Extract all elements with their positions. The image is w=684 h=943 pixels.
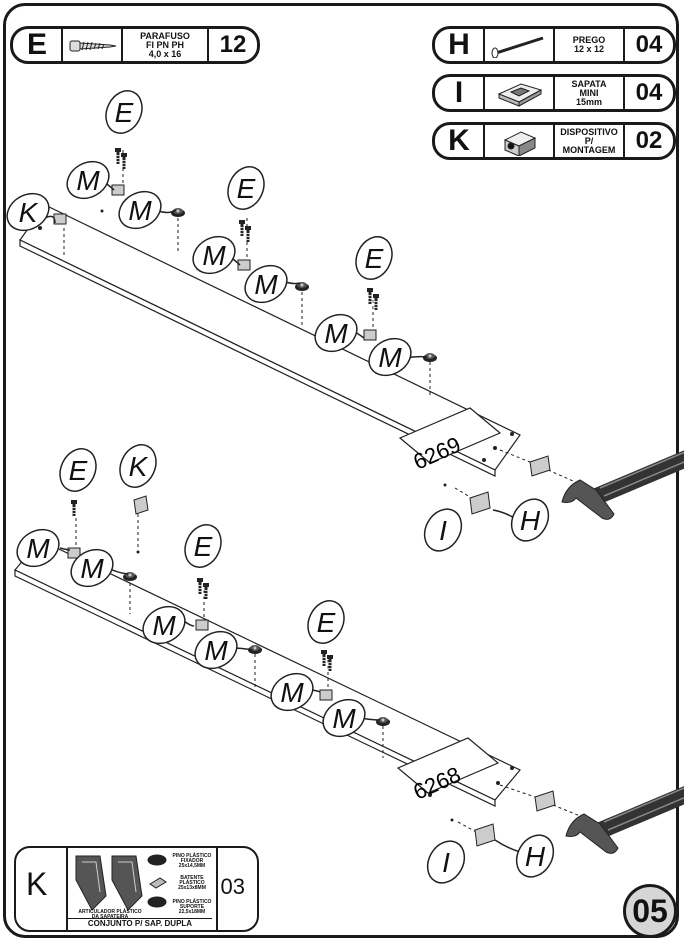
mounting-device-icon bbox=[485, 125, 555, 157]
callout-m: M bbox=[26, 533, 50, 564]
callout-e: E bbox=[317, 607, 336, 638]
shelf-panel-lower bbox=[14, 539, 521, 822]
kit-item-label: PINO PLÁSTICO FIXADOR 25x14,5MM bbox=[172, 853, 212, 869]
part-description: PREGO 12 x 12 bbox=[572, 35, 606, 54]
callout-i: I bbox=[442, 847, 450, 878]
part-box-h: H PREGO 12 x 12 04 bbox=[432, 26, 676, 64]
callout-m: M bbox=[332, 703, 356, 734]
kit-letter: K bbox=[26, 866, 48, 902]
part-letter: K bbox=[435, 124, 485, 157]
plastic-pins-icon bbox=[147, 854, 167, 908]
callout-m: M bbox=[152, 610, 176, 641]
callout-e: E bbox=[69, 455, 88, 486]
part-quantity: 02 bbox=[623, 125, 673, 157]
part-box-i: I SAPATA MINI 15mm 04 bbox=[432, 74, 676, 112]
part-quantity: 04 bbox=[623, 29, 673, 61]
articulator-icon bbox=[75, 855, 143, 911]
callout-i: I bbox=[439, 515, 447, 546]
part-box-e: E PARAFUSO FI PN PH 4,0 x 16 12 bbox=[10, 26, 260, 64]
part-quantity: 12 bbox=[207, 29, 257, 61]
callout-e: E bbox=[115, 97, 134, 128]
shelf-panel-upper bbox=[19, 204, 521, 487]
callout-m: M bbox=[128, 195, 152, 226]
callout-h: H bbox=[525, 841, 546, 872]
kit-item-label: PINO PLÁSTICO SUPORTE 22,5x18MM bbox=[172, 899, 212, 915]
part-letter: I bbox=[435, 76, 485, 109]
kit-title: CONJUNTO P/ SAP. DUPLA bbox=[68, 918, 212, 928]
callout-m: M bbox=[80, 553, 104, 584]
callout-k: K bbox=[19, 197, 39, 228]
callout-m: M bbox=[254, 269, 278, 300]
part-description: DISPOSITIVO P/ MONTAGEM bbox=[560, 126, 618, 155]
page-number: 05 bbox=[623, 884, 677, 938]
callout-e: E bbox=[365, 243, 384, 274]
callout-m: M bbox=[324, 318, 348, 349]
callout-h: H bbox=[520, 505, 541, 536]
callout-k: K bbox=[129, 451, 149, 482]
screw-icon bbox=[63, 29, 123, 61]
callout-m: M bbox=[202, 240, 226, 271]
callout-m: M bbox=[378, 342, 402, 373]
foot-pad-icon bbox=[485, 77, 555, 109]
kit-item-label: BATENTE PLÁSTICO 25x13x8MM bbox=[178, 875, 206, 891]
part-box-k: K DISPOSITIVO P/ MONTAGEM 02 bbox=[432, 122, 676, 160]
part-letter: E bbox=[13, 28, 63, 61]
kit-item-label: ARTICULADOR PLÁSTICO DA SAPATEIRA bbox=[78, 909, 142, 920]
callout-m: M bbox=[280, 677, 304, 708]
nail-icon bbox=[485, 29, 555, 61]
part-description: SAPATA MINI 15mm bbox=[571, 78, 607, 107]
part-quantity: 04 bbox=[623, 77, 673, 109]
callout-e: E bbox=[194, 531, 213, 562]
part-letter: H bbox=[435, 28, 485, 61]
callout-e: E bbox=[237, 173, 256, 204]
kit-box: K PINO PLÁSTICO FIXADOR 25x14,5MM BATENT… bbox=[14, 846, 259, 932]
callout-m: M bbox=[204, 635, 228, 666]
part-description: PARAFUSO FI PN PH 4,0 x 16 bbox=[140, 30, 190, 59]
callout-m: M bbox=[76, 165, 100, 196]
kit-quantity: 03 bbox=[220, 874, 245, 899]
